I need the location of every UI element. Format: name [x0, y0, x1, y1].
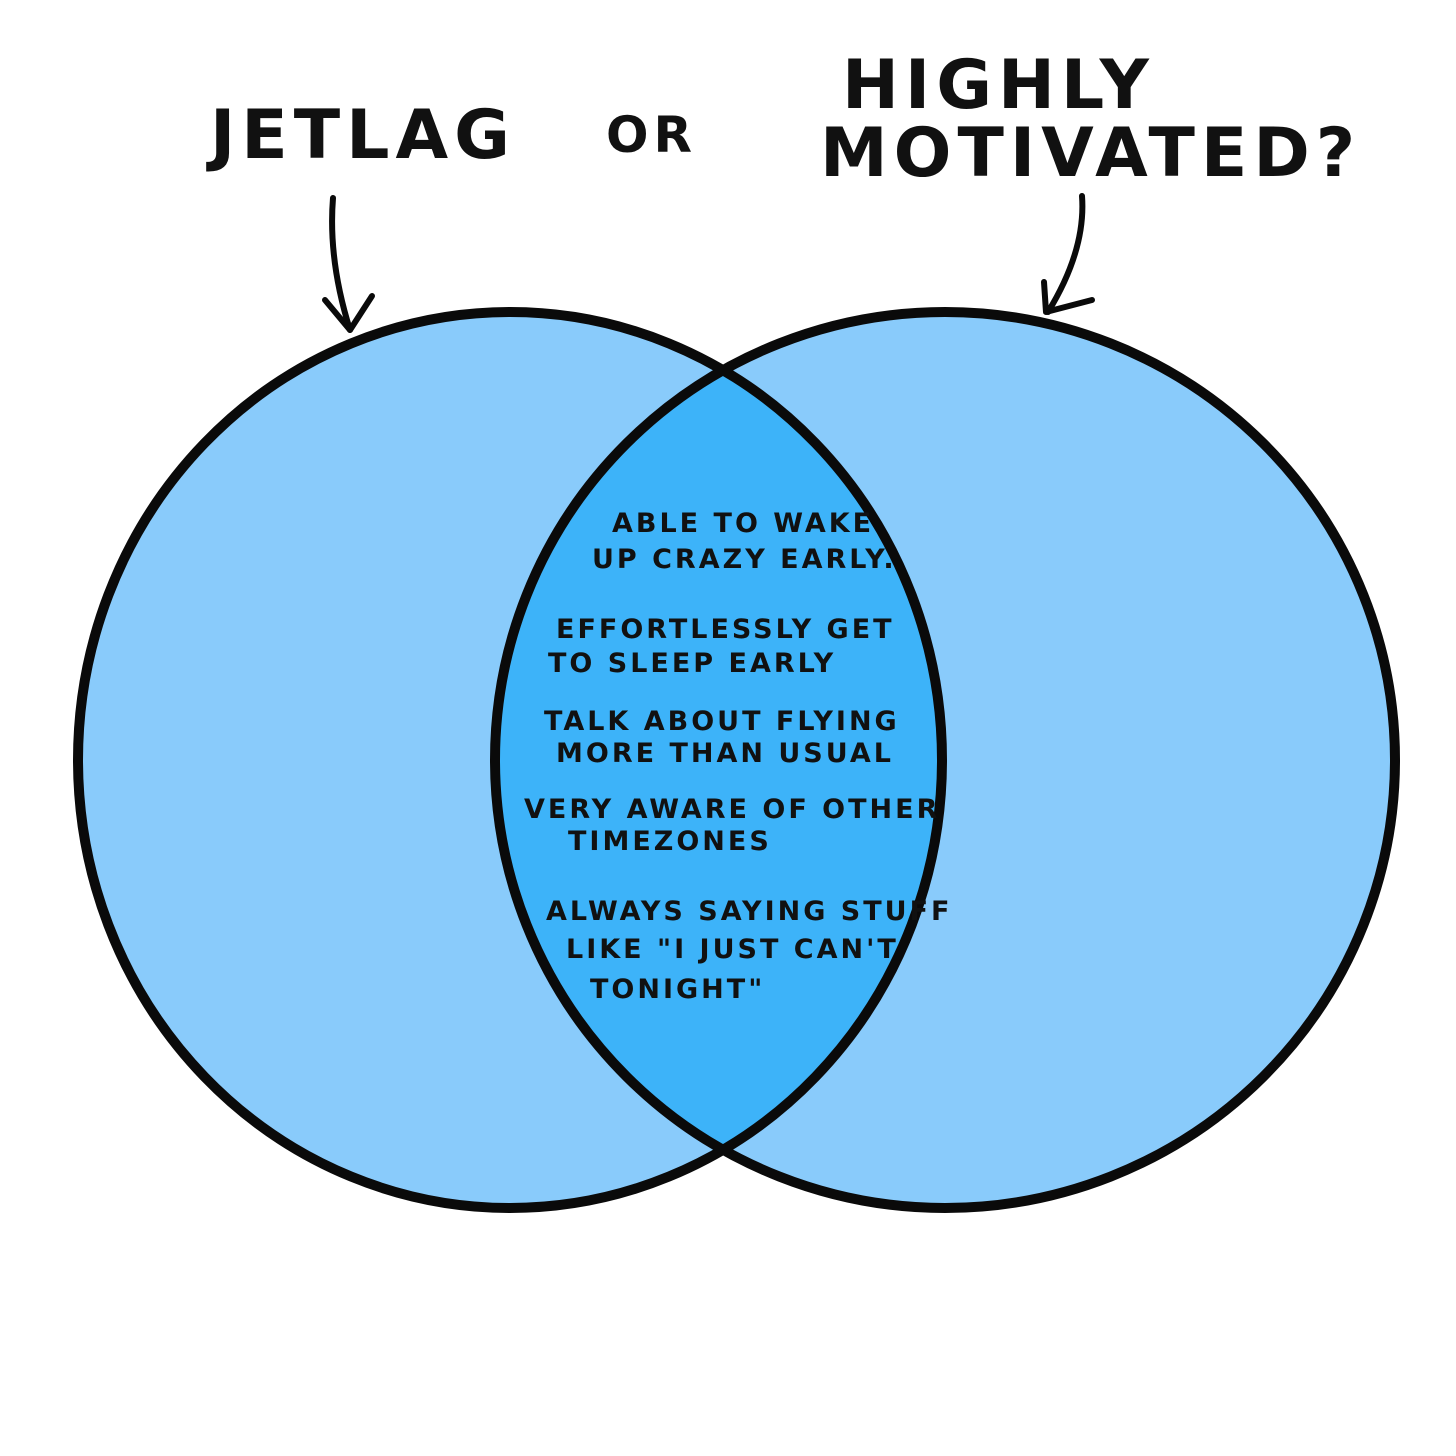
left-circle-outline: [73, 307, 947, 1213]
overlap-item-1-line1: ABLE TO WAKE: [612, 508, 874, 539]
arrow-to-left-circle: [322, 195, 375, 333]
overlap-item-2: EFFORTLESSLY GET TO SLEEP EARLY: [548, 614, 895, 679]
arrow-to-right-circle: [1041, 193, 1095, 315]
label-jetlag: JETLAG: [206, 96, 516, 175]
right-circle-outline: [490, 307, 1400, 1213]
label-motivated: MOTIVATED?: [820, 114, 1361, 193]
overlap-item-3-line2: MORE THAN USUAL: [556, 738, 894, 769]
overlap-item-5-line2: LIKE "I JUST CAN'T: [566, 934, 899, 965]
overlap-item-1-line2: UP CRAZY EARLY.: [592, 544, 897, 575]
overlap-item-5-line1: ALWAYS SAYING STUFF: [546, 896, 952, 927]
overlap-item-5: ALWAYS SAYING STUFF LIKE "I JUST CAN'T T…: [546, 896, 952, 1005]
label-highly: HIGHLY: [842, 46, 1155, 125]
overlap-item-4-line2: TIMEZONES: [568, 826, 772, 857]
overlap-item-4: VERY AWARE OF OTHER TIMEZONES: [524, 794, 940, 857]
overlap-item-3-line1: TALK ABOUT FLYING: [544, 706, 900, 737]
overlap-item-2-line2: TO SLEEP EARLY: [548, 648, 836, 679]
label-or: OR: [606, 106, 697, 164]
overlap-region: [495, 312, 942, 1208]
overlap-item-1: ABLE TO WAKE UP CRAZY EARLY.: [592, 508, 897, 575]
overlap-item-3: TALK ABOUT FLYING MORE THAN USUAL: [544, 706, 900, 769]
overlap-item-5-line3: TONIGHT": [590, 974, 765, 1005]
overlap-item-2-line1: EFFORTLESSLY GET: [556, 614, 895, 645]
overlap-item-4-line1: VERY AWARE OF OTHER: [524, 794, 940, 825]
